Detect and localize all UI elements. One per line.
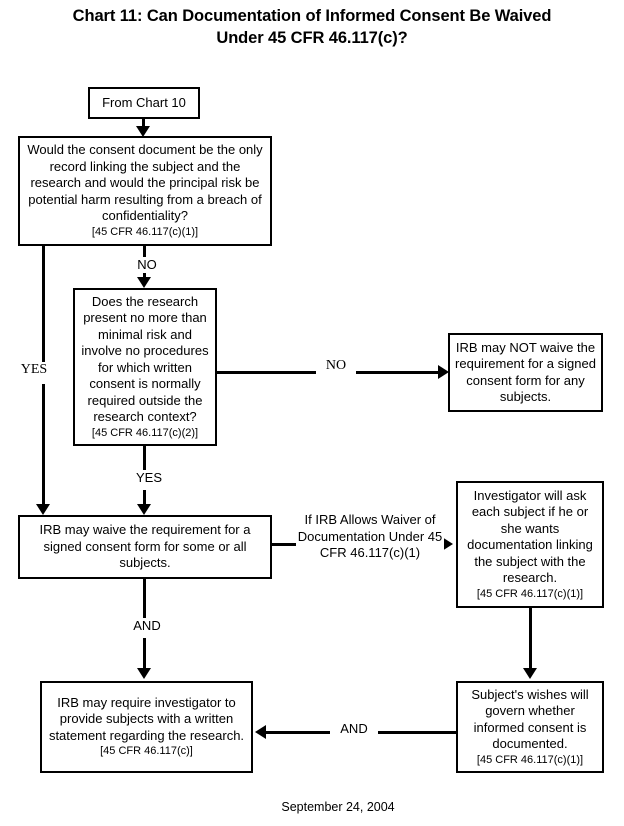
connector-fromchart-to-q1 bbox=[142, 119, 145, 129]
edge-label-no-2: NO bbox=[316, 358, 356, 375]
arrowhead-fromchart-to-q1 bbox=[136, 126, 150, 137]
connector-q1-no-segment bbox=[143, 246, 146, 257]
arrowhead-may-waive-to-investigator bbox=[442, 537, 453, 551]
node-question-1-text: Would the consent document be the only r… bbox=[27, 142, 263, 224]
node-subject-wishes-citation: [45 CFR 46.117(c)(1)] bbox=[476, 753, 584, 766]
node-investigator-asks[interactable]: Investigator will ask each subject if he… bbox=[456, 481, 604, 608]
arrowhead-q2-no-to-not-waive bbox=[438, 365, 449, 379]
edge-caption-waiver: If IRB Allows Waiver of Documentation Un… bbox=[296, 512, 444, 562]
arrowhead-investigator-to-subject bbox=[523, 668, 537, 679]
connector-may-waive-down bbox=[143, 579, 146, 618]
node-investigator-asks-citation: [45 CFR 46.117(c)(1)] bbox=[476, 587, 584, 600]
arrowhead-may-waive-to-irb-require bbox=[137, 668, 151, 679]
edge-label-no-1: NO bbox=[127, 257, 167, 273]
connector-subject-left-2 bbox=[266, 731, 330, 734]
edge-label-and-1: AND bbox=[124, 618, 170, 634]
node-question-2-citation: [45 CFR 46.117(c)(2)] bbox=[91, 426, 199, 439]
node-from-chart-10[interactable]: From Chart 10 bbox=[88, 87, 200, 119]
edge-label-yes-left: YES bbox=[10, 362, 58, 379]
arrowhead-subject-to-irb-require bbox=[255, 725, 266, 739]
connector-q2-no-right-2 bbox=[350, 371, 442, 374]
connector-q2-no-right bbox=[217, 371, 316, 374]
arrowhead-q1-yes-to-may-waive bbox=[36, 504, 50, 515]
node-subject-wishes[interactable]: Subject's wishes will govern whether inf… bbox=[456, 681, 604, 773]
connector-q1-yes-down-2 bbox=[42, 384, 45, 507]
arrowhead-q1-no-to-q2 bbox=[137, 277, 151, 288]
node-subject-wishes-text: Subject's wishes will govern whether inf… bbox=[471, 686, 589, 752]
node-irb-require-statement[interactable]: IRB may require investigator to provide … bbox=[40, 681, 253, 773]
page-title-line1: Chart 11: Can Documentation of Informed … bbox=[72, 7, 552, 25]
node-irb-may-waive[interactable]: IRB may waive the requirement for a sign… bbox=[18, 515, 272, 579]
node-irb-may-not-waive-text: IRB may NOT waive the requirement for a … bbox=[455, 339, 596, 405]
node-irb-may-waive-text: IRB may waive the requirement for a sign… bbox=[39, 522, 251, 571]
footer-date: September 24, 2004 bbox=[0, 800, 624, 814]
edge-label-and-2: AND bbox=[330, 721, 378, 737]
connector-q1-yes-down bbox=[42, 246, 45, 362]
edge-label-yes-2: YES bbox=[128, 470, 170, 486]
arrowhead-q2-yes-to-may-waive bbox=[137, 504, 151, 515]
page-title: Chart 11: Can Documentation of Informed … bbox=[0, 6, 624, 50]
connector-q2-yes-down-2 bbox=[143, 490, 146, 507]
connector-may-waive-down-2 bbox=[143, 638, 146, 670]
node-question-1-citation: [45 CFR 46.117(c)(1)] bbox=[91, 225, 199, 238]
connector-q1-no-segment-2 bbox=[143, 272, 146, 280]
footer-date-text: September 24, 2004 bbox=[281, 800, 395, 814]
node-irb-may-not-waive[interactable]: IRB may NOT waive the requirement for a … bbox=[448, 333, 603, 412]
connector-subject-left bbox=[372, 731, 456, 734]
node-from-chart-10-text: From Chart 10 bbox=[102, 94, 186, 110]
connector-may-waive-right bbox=[272, 543, 296, 546]
node-investigator-asks-text: Investigator will ask each subject if he… bbox=[467, 487, 593, 586]
node-irb-require-statement-text: IRB may require investigator to provide … bbox=[48, 694, 245, 743]
connector-investigator-down bbox=[529, 608, 532, 670]
node-question-1[interactable]: Would the consent document be the only r… bbox=[18, 136, 272, 246]
page-title-line2: Under 45 CFR 46.117(c)? bbox=[216, 28, 408, 47]
connector-q2-yes-down bbox=[143, 446, 146, 470]
node-question-2[interactable]: Does the research present no more than m… bbox=[73, 288, 217, 446]
node-irb-require-statement-citation: [45 CFR 46.117(c)] bbox=[100, 745, 193, 758]
node-question-2-text: Does the research present no more than m… bbox=[81, 293, 209, 425]
